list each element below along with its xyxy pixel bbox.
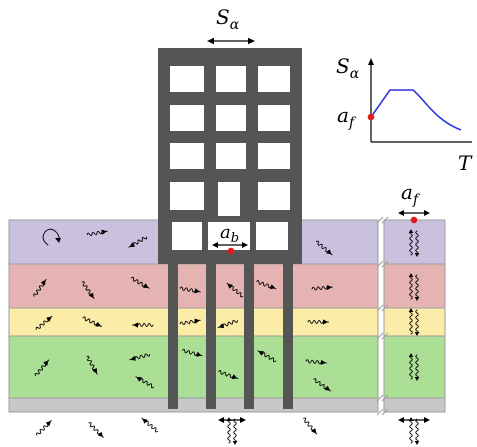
break-marks <box>376 216 389 416</box>
free-field-column <box>383 219 446 413</box>
spectrum-pga-marker <box>367 113 375 121</box>
soil-layers <box>8 219 379 413</box>
building-windows <box>170 66 290 250</box>
building <box>158 48 302 409</box>
building-sa-label: Sα <box>207 5 255 45</box>
svg-text:af: af <box>401 180 421 208</box>
bottom-input-arrows <box>218 417 430 423</box>
soil-layer-2 <box>8 263 379 309</box>
base-acceleration-label: ab <box>212 222 248 255</box>
svg-text:af: af <box>337 103 357 131</box>
base-point-marker <box>227 247 235 255</box>
response-spectrum-inset: Sα T af <box>336 54 473 175</box>
svg-text:T: T <box>458 151 473 175</box>
svg-text:Sα: Sα <box>216 5 240 33</box>
svg-text:ab: ab <box>220 222 239 246</box>
rotation-wave-icon <box>42 228 61 246</box>
bedrock-layer <box>8 397 379 413</box>
free-field-point-marker <box>410 216 418 224</box>
soil-layer-4 <box>8 335 379 399</box>
foundation-piles <box>168 264 293 409</box>
free-field-label: af <box>398 180 430 224</box>
spectrum-curve <box>370 89 462 131</box>
soil-layer-3 <box>8 307 379 337</box>
svg-text:Sα: Sα <box>336 54 360 82</box>
